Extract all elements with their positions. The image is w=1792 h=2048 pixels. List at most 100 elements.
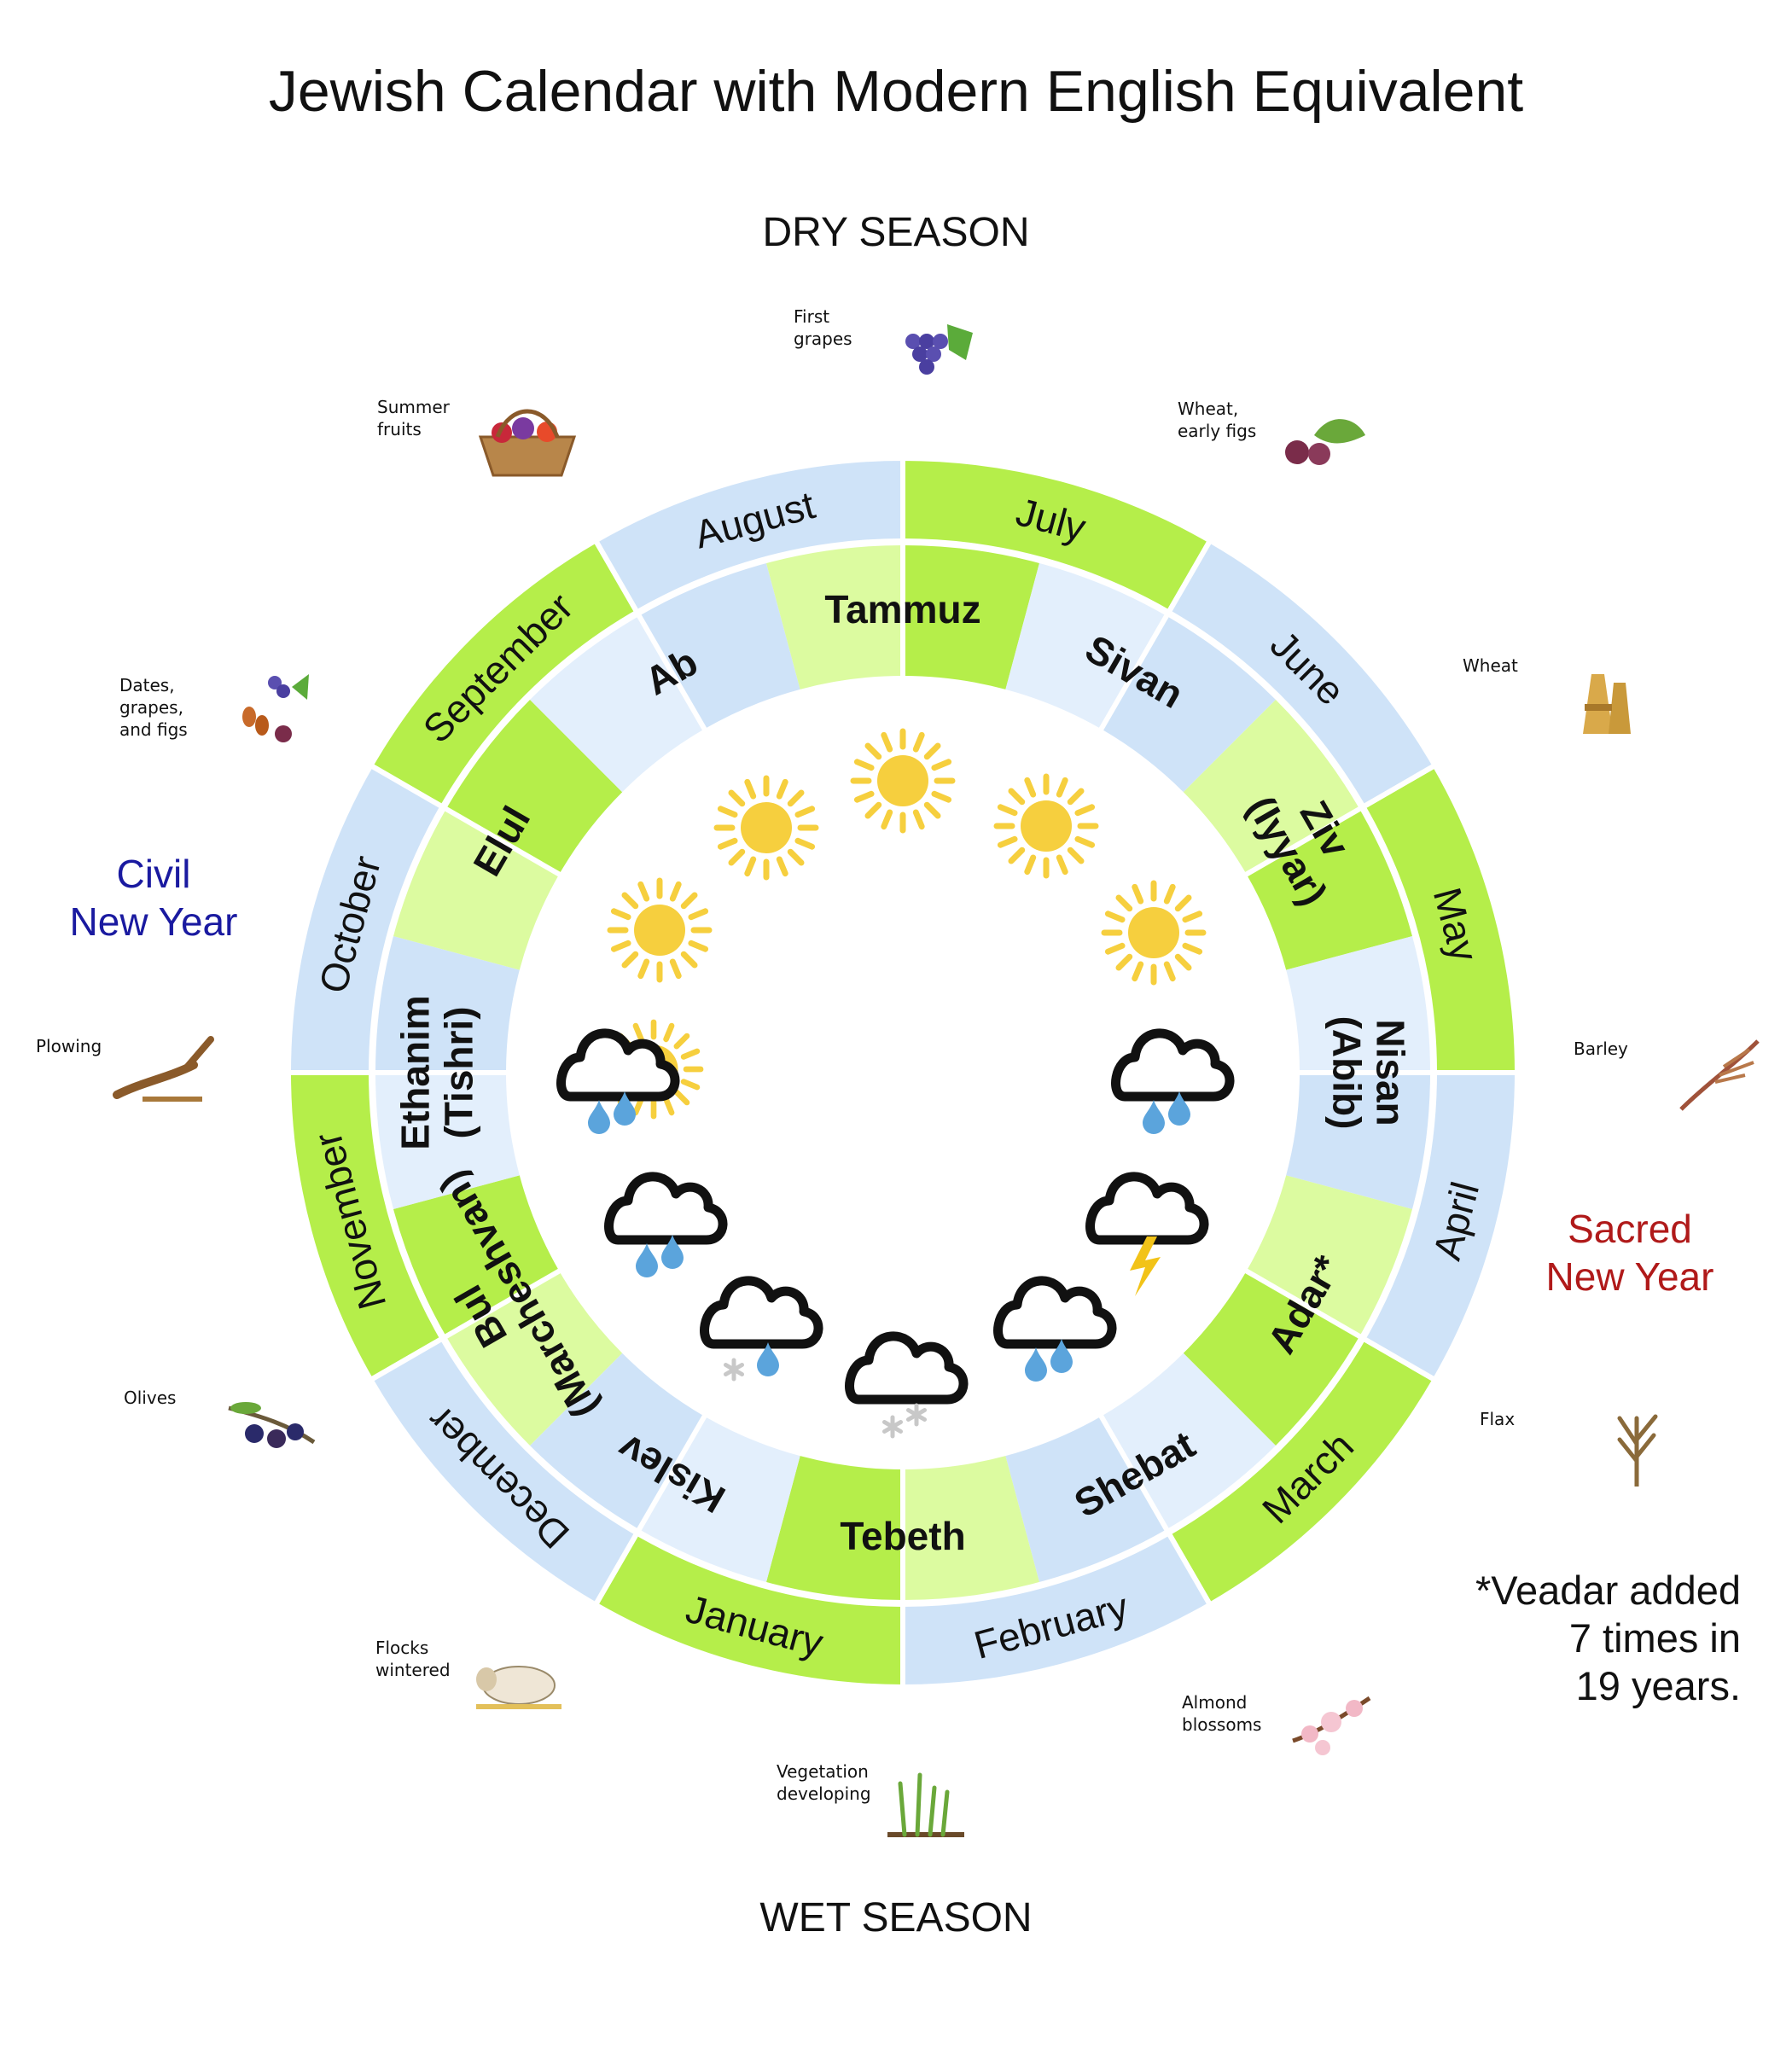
grapes-icon xyxy=(887,316,998,405)
cloud-rain-snow-icon xyxy=(700,1276,823,1382)
agriculture-label-line: grapes, xyxy=(119,697,183,718)
month-divider xyxy=(368,1267,562,1383)
hebrew-ring-segment xyxy=(1101,1353,1278,1533)
barley-icon xyxy=(1673,1033,1783,1122)
sun-icon xyxy=(1101,880,1207,986)
agriculture-label-line: Flax xyxy=(1480,1409,1516,1429)
agriculture-label: Plowing xyxy=(36,1035,102,1057)
month-divider xyxy=(592,1413,708,1608)
agriculture-label-line: grapes xyxy=(794,329,852,349)
hebrew-ring-segment xyxy=(1286,1073,1434,1210)
hebrew-ring-segment xyxy=(390,807,560,970)
agriculture-label-line: Vegetation xyxy=(777,1761,869,1782)
hebrew-ring-segment xyxy=(637,560,800,730)
sun-icon xyxy=(607,877,713,983)
sun-icon xyxy=(850,728,956,834)
hebrew-ring-segment xyxy=(1246,807,1416,970)
agriculture-label-line: Almond xyxy=(1182,1692,1248,1713)
olives-icon xyxy=(220,1382,331,1472)
month-divider xyxy=(368,762,562,878)
agriculture-label-line: Dates, xyxy=(119,675,175,695)
agriculture-label: Flax xyxy=(1480,1408,1515,1430)
hebrew-ring-segment xyxy=(1183,697,1363,875)
agriculture-label-line: Summer xyxy=(377,397,450,417)
flax-icon xyxy=(1594,1401,1705,1491)
hebrew-ring-segment xyxy=(1246,1175,1416,1338)
dates-icon xyxy=(224,666,335,755)
cloud-rain-lightning-icon xyxy=(1085,1172,1209,1296)
hebrew-ring-segment xyxy=(527,613,705,793)
agriculture-label-line: First xyxy=(794,306,830,327)
veadar-note: *Veadar added 7 times in 19 years. xyxy=(1417,1567,1741,1710)
sacred-new-year-line1: Sacred xyxy=(1568,1207,1692,1251)
hebrew-ring-segment xyxy=(390,1175,560,1338)
agriculture-label-line: wintered xyxy=(375,1660,451,1680)
hebrew-ring-segment xyxy=(372,1073,520,1210)
agriculture-label-line: Barley xyxy=(1574,1039,1628,1059)
hebrew-ring-segment xyxy=(372,935,520,1073)
month-divider xyxy=(1097,538,1213,732)
page-title: Jewish Calendar with Modern English Equi… xyxy=(268,59,1524,124)
hebrew-ring-segment xyxy=(765,1456,903,1603)
wet-season-label: WET SEASON xyxy=(759,1895,1033,1940)
sun-icon xyxy=(713,775,819,881)
month-divider xyxy=(1243,762,1438,878)
agriculture-label: Barley xyxy=(1574,1038,1628,1060)
agriculture-label-line: Plowing xyxy=(36,1036,102,1056)
hebrew-ring-segment xyxy=(765,542,903,689)
wheat-sheaf-icon xyxy=(1566,657,1677,747)
hebrew-ring-segment xyxy=(443,1271,623,1448)
hebrew-month-label-tammuz: Tammuz xyxy=(824,587,980,631)
agriculture-label-line: Olives xyxy=(124,1388,177,1408)
cloud-rain-icon xyxy=(1111,1028,1235,1134)
hebrew-month-label-ethanim: Ethanim(Tishri) xyxy=(393,995,481,1149)
hebrew-ring-segment xyxy=(1286,935,1434,1073)
month-divider xyxy=(592,538,708,732)
cloud-rain-icon xyxy=(604,1172,728,1277)
hebrew-ring-segment xyxy=(443,697,623,875)
hebrew-ring-segment xyxy=(1005,560,1168,730)
plow-icon xyxy=(108,1031,219,1120)
agriculture-label-line: Wheat, xyxy=(1178,399,1239,419)
agriculture-label: Dates,grapes,and figs xyxy=(119,674,188,741)
veadar-note-line2: 7 times in xyxy=(1568,1615,1741,1661)
veadar-note-line1: *Veadar added xyxy=(1475,1568,1741,1613)
hebrew-ring-segment xyxy=(1101,613,1278,793)
dry-season-label: DRY SEASON xyxy=(762,210,1030,255)
agriculture-label: Wheat,early figs xyxy=(1178,398,1256,442)
civil-new-year-label: Civil New Year xyxy=(51,850,256,945)
agriculture-label-line: early figs xyxy=(1178,421,1257,441)
hebrew-ring-segment xyxy=(637,1416,800,1585)
veadar-note-line3: 19 years. xyxy=(1575,1663,1741,1708)
civil-new-year-line2: New Year xyxy=(69,899,238,944)
agriculture-label-line: Wheat xyxy=(1463,655,1518,676)
month-divider xyxy=(1243,1267,1438,1383)
hebrew-ring-segment xyxy=(527,1353,705,1533)
sacred-new-year-label: Sacred New Year xyxy=(1527,1205,1732,1300)
civil-new-year-line1: Civil xyxy=(116,852,191,896)
fruit-basket-icon xyxy=(472,403,583,492)
sun-icon xyxy=(993,773,1099,879)
hebrew-ring-segment xyxy=(903,1456,1040,1603)
vegetation-icon xyxy=(870,1758,981,1847)
hebrew-month-label-tebeth: Tebeth xyxy=(840,1514,965,1558)
hebrew-ring-segment xyxy=(1183,1271,1363,1448)
hebrew-month-label-nisan: Nisan(Abib) xyxy=(1325,1016,1413,1130)
agriculture-label-line: developing xyxy=(777,1783,871,1804)
cloud-snow-icon xyxy=(845,1331,969,1439)
agriculture-label-line: Flocks xyxy=(375,1638,429,1658)
cloud-rain-sun-icon xyxy=(556,1019,704,1134)
agriculture-label: Wheat xyxy=(1463,655,1518,677)
hebrew-ring-segment xyxy=(1005,1416,1168,1585)
figs-icon xyxy=(1271,401,1382,491)
sacred-new-year-line2: New Year xyxy=(1545,1254,1714,1299)
agriculture-label-line: and figs xyxy=(119,719,188,740)
almond-blossom-icon xyxy=(1284,1681,1395,1771)
sheep-icon xyxy=(468,1638,579,1728)
hebrew-ring-segment xyxy=(903,542,1040,689)
agriculture-label: Olives xyxy=(124,1387,176,1409)
